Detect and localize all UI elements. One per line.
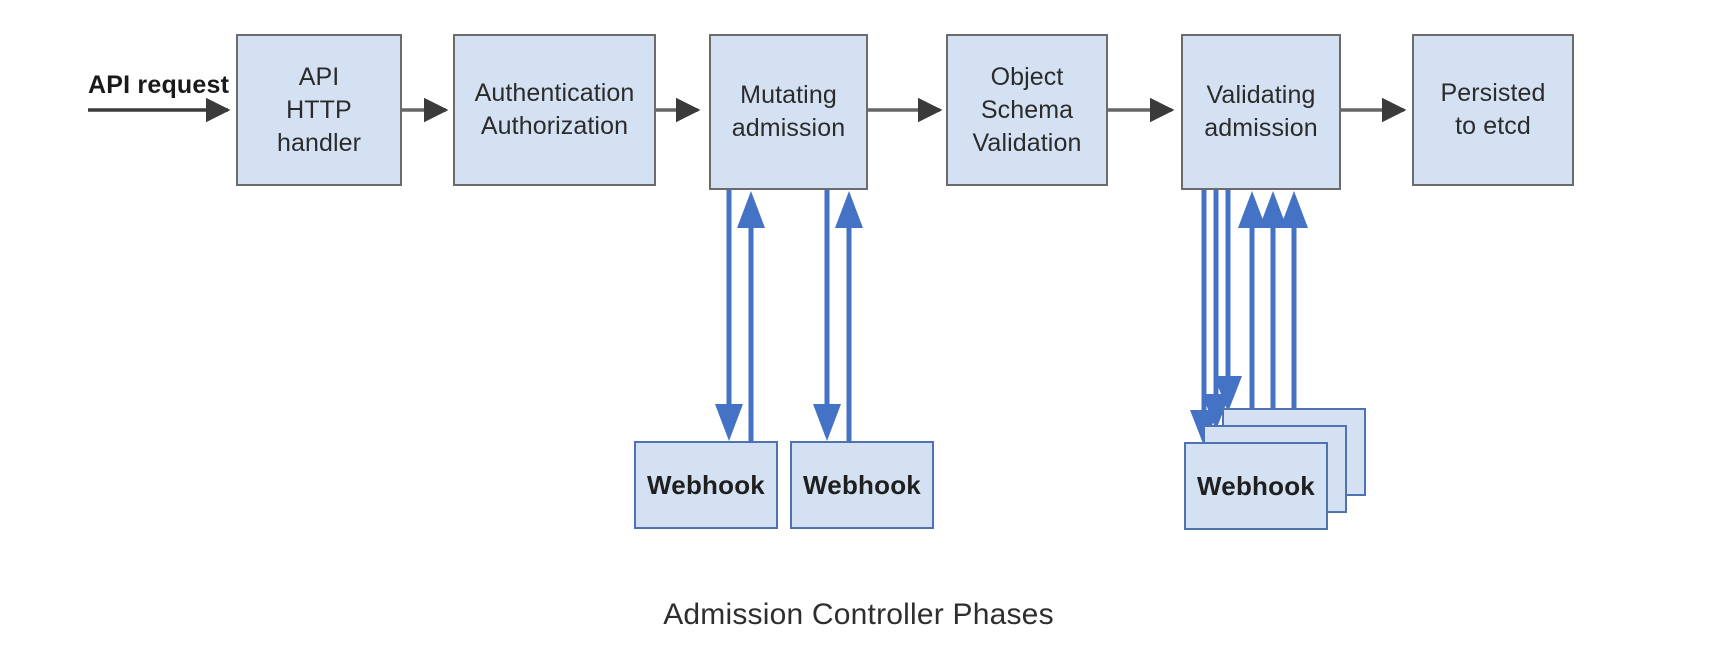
webhook-arrow-mutating-2-up	[835, 191, 863, 441]
phase-box-validating-admission[interactable]: Validating admission	[1181, 34, 1341, 190]
webhook-box-mutating-2[interactable]: Webhook	[790, 441, 934, 529]
phase-box-mutating-admission[interactable]: Mutating admission	[709, 34, 868, 190]
phase-box-persisted-to-etcd[interactable]: Persisted to etcd	[1412, 34, 1574, 186]
webhook-box-mutating-1[interactable]: Webhook	[634, 441, 778, 529]
webhook-arrow-mutating-2-down	[813, 190, 841, 441]
webhook-box-validating-stack-front[interactable]: Webhook	[1184, 442, 1328, 530]
phase-box-api-http-handler[interactable]: API HTTP handler	[236, 34, 402, 186]
webhook-arrow-mutating-1-up	[737, 191, 765, 441]
phase-box-object-schema-validation[interactable]: Object Schema Validation	[946, 34, 1108, 186]
phase-box-authn-authz[interactable]: Authentication Authorization	[453, 34, 656, 186]
webhook-arrow-mutating-1-down	[715, 190, 743, 441]
api-request-label: API request	[88, 71, 230, 99]
diagram-caption: Admission Controller Phases	[663, 598, 1054, 631]
